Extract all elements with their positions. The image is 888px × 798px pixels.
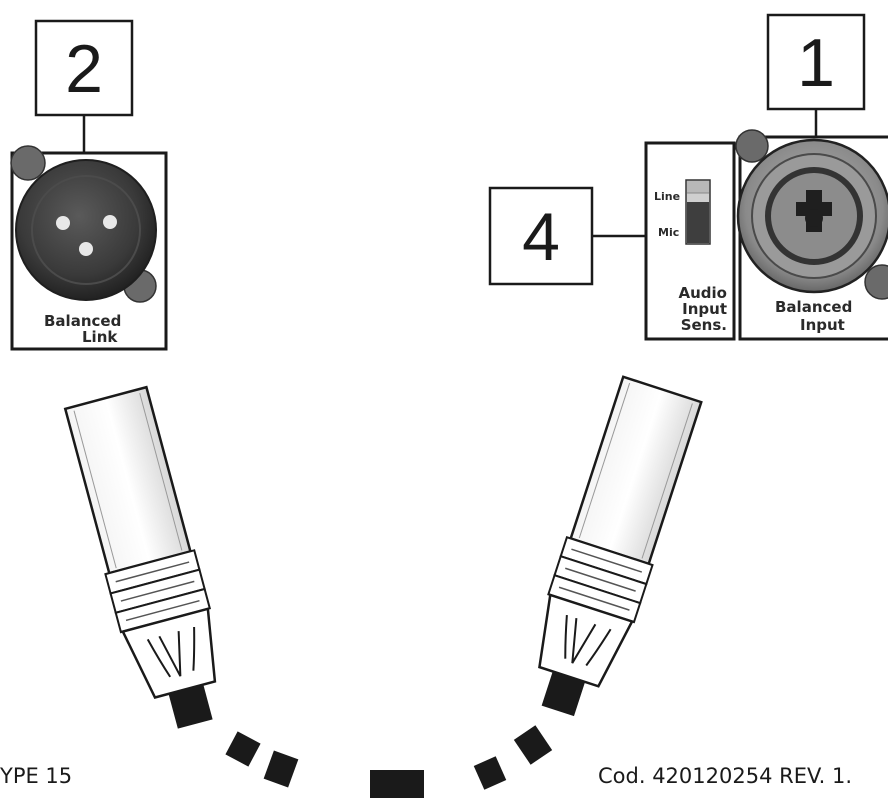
right-xlr-plug-icon — [538, 375, 703, 717]
cable-dash-segments — [225, 725, 553, 798]
combo-input-socket-icon — [736, 138, 888, 294]
footer-code-text: Cod. 420120254 REV. 1. — [598, 764, 853, 788]
callout-1: 1 — [766, 13, 866, 137]
audio-input-sens-label-1: Audio — [679, 284, 727, 302]
footer-model-text: YPE 15 — [0, 764, 73, 788]
balanced-input-panel: Balanced Input — [735, 129, 888, 341]
callout-2-number: 2 — [65, 31, 103, 107]
screw-icon — [864, 264, 888, 300]
left-xlr-plug-icon — [63, 385, 217, 729]
balanced-link-label-1: Balanced — [44, 312, 121, 330]
balanced-link-panel: Balanced Link — [10, 145, 168, 351]
screw-icon — [735, 129, 769, 163]
callout-2: 2 — [34, 19, 134, 153]
callout-4: 4 — [488, 186, 646, 286]
xlr-female-socket-icon — [15, 159, 157, 301]
sensitivity-switch — [685, 179, 711, 245]
audio-input-sens-label-3: Sens. — [681, 316, 727, 334]
screw-icon — [10, 145, 46, 181]
balanced-input-label-1: Balanced — [775, 298, 852, 316]
switch-mic-label: Mic — [658, 226, 679, 239]
balanced-link-label-2: Link — [82, 328, 118, 346]
audio-input-sens-panel: Line Mic Audio Input Sens. — [644, 141, 736, 341]
callout-4-number: 4 — [522, 199, 560, 275]
callout-1-number: 1 — [797, 25, 835, 101]
balanced-input-label-2: Input — [800, 316, 845, 334]
audio-input-sens-label-2: Input — [682, 300, 727, 318]
switch-line-label: Line — [654, 190, 680, 203]
